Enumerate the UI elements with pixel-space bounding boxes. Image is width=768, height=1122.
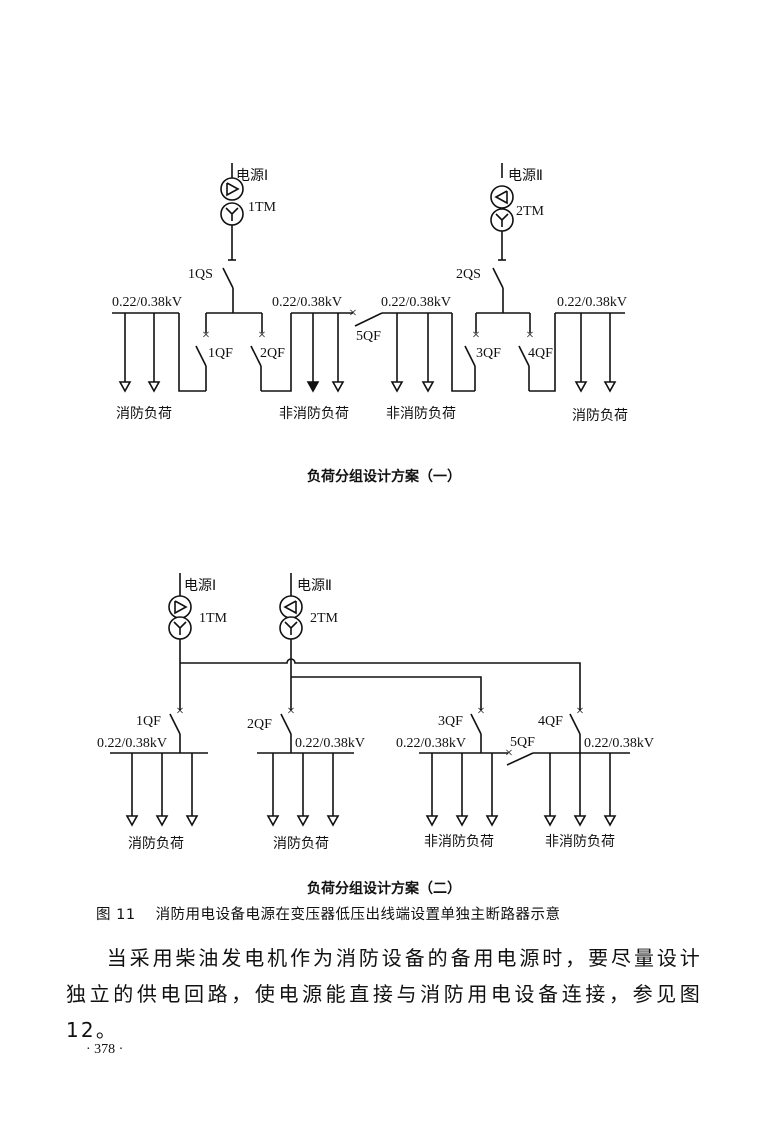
wye-icon	[225, 207, 239, 221]
bus-3-nonfire: 0.22/0.38kV 非消防负荷	[381, 295, 456, 422]
breaker-3qf-label: 3QF	[476, 346, 501, 361]
switch-2-label: 2QS	[456, 267, 481, 282]
figure-title-text: 消防用电设备电源在变压器低压出线端设置单独主断路器示意	[155, 907, 561, 923]
svg-text:×: ×	[526, 328, 534, 343]
body-paragraph: 当采用柴油发电机作为消防设备的备用电源时，要尽量设计独立的供电回路，使电源能直接…	[66, 940, 702, 1048]
disconnect-switch-2qs	[492, 267, 504, 289]
d2-transformer-1-label: 1TM	[199, 611, 228, 626]
svg-text:×: ×	[258, 328, 266, 343]
wye-icon	[495, 213, 509, 227]
delta-icon	[494, 190, 508, 205]
d2-load-label-4: 非消防负荷	[545, 834, 615, 850]
svg-text:×: ×	[202, 328, 210, 343]
d2-breaker-4qf-label: 4QF	[538, 714, 563, 729]
delta-icon	[283, 600, 297, 615]
tie-breaker-5qf	[354, 312, 383, 327]
svg-text:×: ×	[287, 704, 295, 719]
bus-2-voltage: 0.22/0.38kV	[272, 295, 342, 310]
breaker-3qf	[464, 345, 476, 367]
d2-breaker-2qf	[280, 713, 292, 735]
breaker-2qf	[250, 345, 262, 367]
load-label-2: 非消防负荷	[279, 406, 349, 422]
d2-transformer-2-label: 2TM	[310, 611, 339, 626]
diagram-scheme-1: 电源Ⅰ 1TM 1QS × 1QF × 2QF 0.22/0.38kV 消防负荷	[112, 163, 628, 424]
svg-text:×: ×	[472, 328, 480, 343]
bus-2-nonfire: 0.22/0.38kV × 非消防负荷	[272, 295, 357, 422]
delta-icon	[174, 600, 188, 615]
d2-breaker-1qf	[169, 713, 181, 735]
page-number: · 378 ·	[86, 1042, 124, 1057]
svg-text:×: ×	[176, 704, 184, 719]
figure-title: 图 11 消防用电设备电源在变压器低压出线端设置单独主断路器示意	[96, 903, 561, 924]
delta-icon	[226, 182, 240, 197]
wye-icon	[173, 621, 187, 635]
switch-1-label: 1QS	[188, 267, 213, 282]
d2-breaker-4qf	[569, 713, 581, 735]
d2-breaker-3qf	[470, 713, 482, 735]
bus-3-voltage: 0.22/0.38kV	[381, 295, 451, 310]
figure-number: 图 11	[96, 907, 136, 923]
d2-load-label-2: 消防负荷	[273, 836, 329, 852]
d2-bus-4-voltage: 0.22/0.38kV	[584, 736, 654, 751]
load-label-3: 非消防负荷	[386, 406, 456, 422]
d2-tie-breaker-5qf	[506, 752, 534, 766]
bus-1-fire: 0.22/0.38kV 消防负荷	[112, 295, 182, 422]
d2-breaker-3qf-label: 3QF	[438, 714, 463, 729]
breaker-4qf-label: 4QF	[528, 346, 553, 361]
disconnect-switch-1qs	[222, 267, 234, 289]
wye-icon	[284, 621, 298, 635]
source-2-branch: 电源Ⅱ 2TM 2QS × 3QF × 4QF	[451, 163, 556, 392]
d2-bus-1-voltage: 0.22/0.38kV	[97, 736, 167, 751]
diagram-2-caption: 负荷分组设计方案（二）	[307, 881, 461, 897]
breaker-5qf-label: 5QF	[356, 329, 381, 344]
d2-breaker-5qf-label: 5QF	[510, 735, 535, 750]
bus-1-voltage: 0.22/0.38kV	[112, 295, 182, 310]
load-label-1: 消防负荷	[116, 406, 172, 422]
bus-4-voltage: 0.22/0.38kV	[557, 295, 627, 310]
load-label-4: 消防负荷	[572, 408, 628, 424]
breaker-4qf	[518, 345, 530, 367]
feeder-1-to-4qf	[180, 658, 581, 710]
d2-bus-3-voltage: 0.22/0.38kV	[396, 736, 466, 751]
feeder-2-to-3qf	[291, 676, 482, 710]
d2-bus-2-voltage: 0.22/0.38kV	[295, 736, 365, 751]
paragraph-text: 当采用柴油发电机作为消防设备的备用电源时，要尽量设计独立的供电回路，使电源能直接…	[66, 946, 702, 1042]
svg-text:×: ×	[477, 704, 485, 719]
svg-text:×: ×	[349, 306, 357, 321]
source-1-label: 电源Ⅰ	[236, 168, 268, 184]
diagram-1-caption: 负荷分组设计方案（一）	[307, 469, 461, 485]
breaker-1qf	[195, 345, 207, 367]
source-2-label: 电源Ⅱ	[508, 168, 543, 184]
d2-breaker-1qf-label: 1QF	[136, 714, 161, 729]
transformer-1-label: 1TM	[248, 200, 277, 215]
d2-source-2-label: 电源Ⅱ	[297, 578, 332, 594]
d2-load-label-3: 非消防负荷	[424, 834, 494, 850]
svg-text:×: ×	[576, 704, 584, 719]
d2-source-1-label: 电源Ⅰ	[184, 578, 216, 594]
breaker-1qf-label: 1QF	[208, 346, 233, 361]
d2-breaker-2qf-label: 2QF	[247, 717, 272, 732]
transformer-2-label: 2TM	[516, 204, 545, 219]
source-1-branch: 电源Ⅰ 1TM 1QS × 1QF × 2QF	[178, 163, 292, 392]
d2-load-label-1: 消防负荷	[128, 836, 184, 852]
diagram-scheme-2: 电源Ⅰ 1TM × 电源Ⅱ 2TM × × × 1QF 0.22/0.38kV …	[97, 573, 654, 852]
transformer-1-primary	[220, 177, 244, 201]
breaker-2qf-label: 2QF	[260, 346, 285, 361]
svg-text:×: ×	[505, 746, 513, 761]
bus-4-fire: 0.22/0.38kV 消防负荷	[555, 295, 628, 424]
